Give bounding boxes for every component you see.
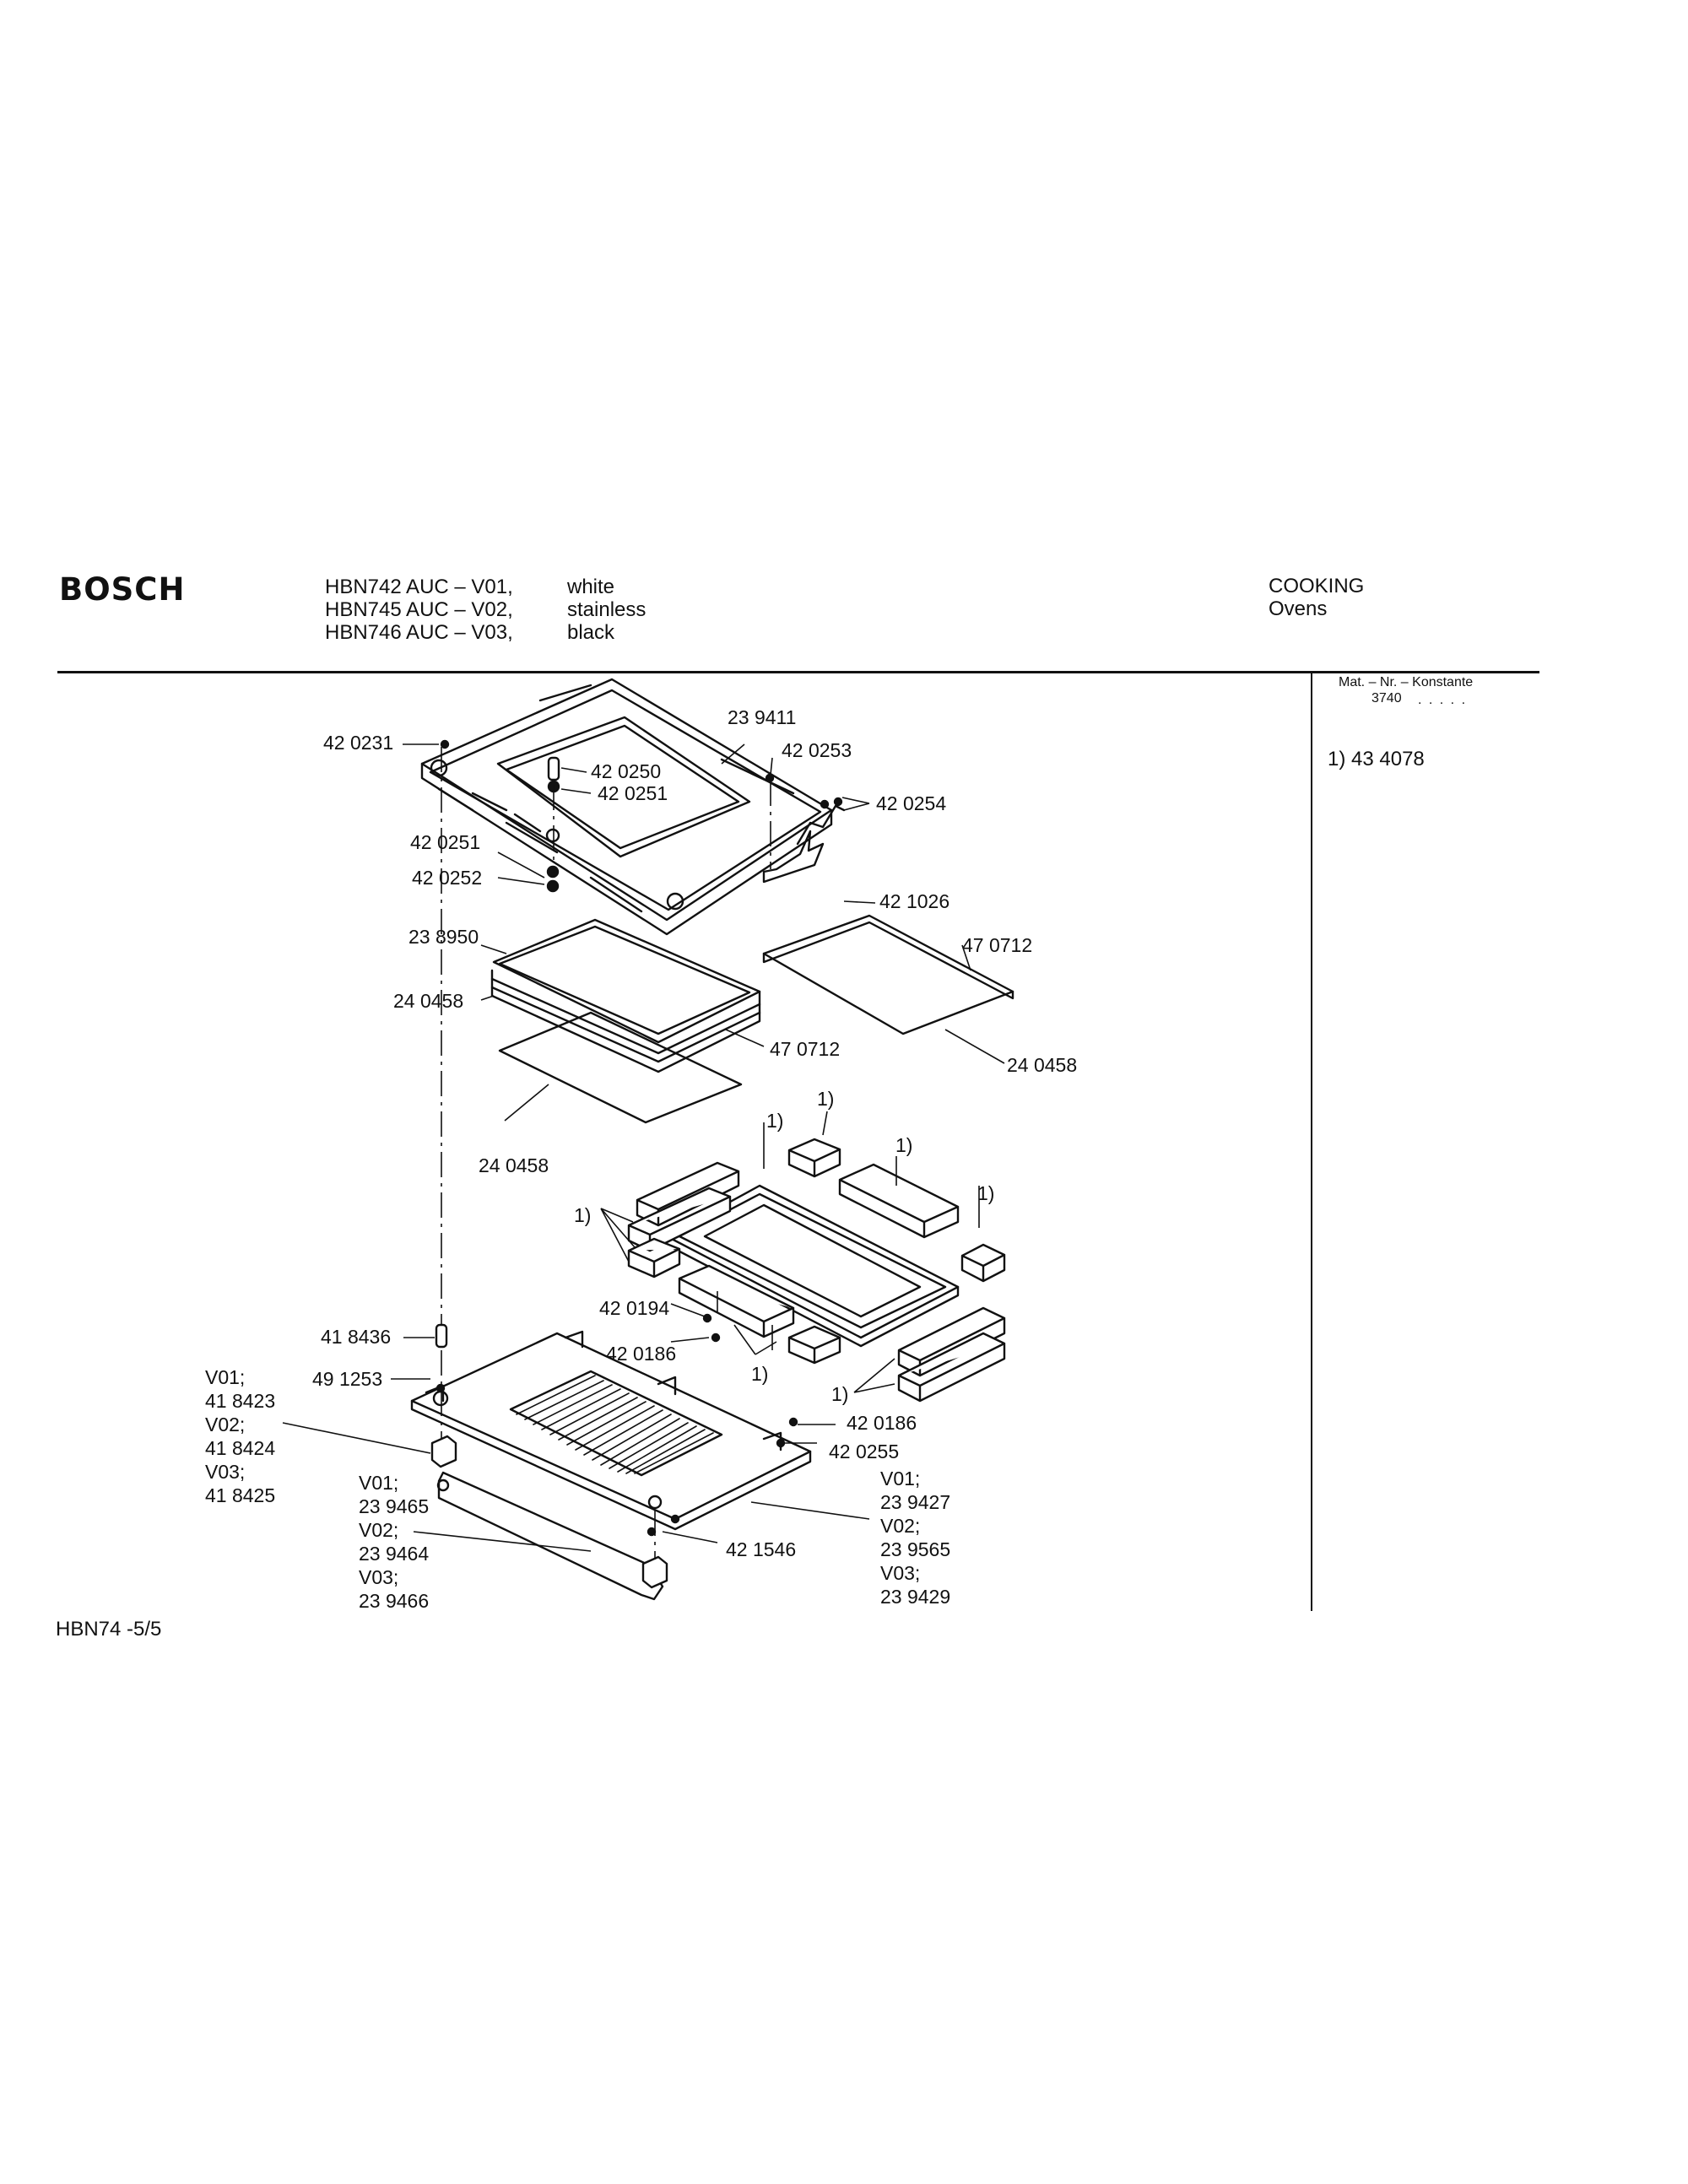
top-frame-part	[420, 678, 833, 936]
label-mid-v02: V02;	[359, 1519, 398, 1541]
mat-dots: . . . . .	[1418, 693, 1468, 707]
part-labels: 42 0231 23 9411 42 0253 42 0250 42 0251 …	[205, 706, 1077, 1612]
label-421546: 42 1546	[726, 1538, 796, 1560]
label-418425: 41 8425	[205, 1484, 275, 1506]
label-420231: 42 0231	[323, 732, 393, 754]
pin-part	[547, 756, 560, 781]
label-right-v03: V03;	[880, 1562, 920, 1584]
finish-line-3: black	[567, 621, 615, 644]
leader-lines	[282, 743, 1005, 1552]
insulation-blocks	[627, 1138, 1006, 1403]
pin-41-8436-part	[435, 1323, 448, 1349]
footnote-1: 1) 43 4078	[1328, 748, 1425, 770]
label-239464: 23 9464	[359, 1543, 429, 1565]
label-left-v01: V01;	[205, 1366, 245, 1388]
label-420254: 42 0254	[876, 792, 946, 814]
label-left-v03: V03;	[205, 1461, 245, 1483]
label-470712-right: 47 0712	[962, 934, 1032, 956]
label-418423: 41 8423	[205, 1390, 275, 1412]
model-line-3: HBN746 AUC – V03,	[325, 621, 513, 644]
bottom-screws	[436, 1313, 798, 1537]
label-421026: 42 1026	[879, 890, 950, 912]
label-239466: 23 9466	[359, 1590, 429, 1612]
label-420255: 42 0255	[829, 1441, 899, 1462]
alignment-lines	[441, 747, 771, 1560]
label-mid-v01: V01;	[359, 1472, 398, 1494]
label-418436: 41 8436	[321, 1326, 391, 1348]
page-id: HBN74 -5/5	[56, 1618, 162, 1641]
label-491253: 49 1253	[312, 1368, 382, 1390]
label-240458-lower: 24 0458	[479, 1154, 549, 1176]
label-240458-left: 24 0458	[393, 990, 463, 1012]
label-239427: 23 9427	[880, 1491, 950, 1513]
label-right-v02: V02;	[880, 1515, 920, 1537]
label-note-1b: 1)	[817, 1088, 834, 1110]
subcategory-label: Ovens	[1269, 597, 1328, 620]
mat-label: Mat. – Nr. – Konstante	[1339, 675, 1474, 689]
label-420253: 42 0253	[782, 739, 852, 761]
brand-logo: BOSCH	[59, 571, 186, 608]
insulation-sheet-left	[498, 1011, 743, 1124]
label-420251-top: 42 0251	[598, 782, 668, 804]
label-240458-right: 24 0458	[1007, 1054, 1077, 1076]
label-420186-left: 42 0186	[606, 1343, 676, 1365]
label-note-1e: 1)	[574, 1204, 591, 1226]
category-label: COOKING	[1269, 575, 1365, 597]
label-239429: 23 9429	[880, 1586, 950, 1608]
label-420194: 42 0194	[599, 1297, 669, 1319]
finish-line-1: white	[567, 576, 615, 598]
label-note-1c: 1)	[895, 1134, 912, 1156]
label-420250: 42 0250	[591, 760, 661, 782]
model-line-1: HBN742 AUC – V01,	[325, 576, 513, 598]
label-note-1f: 1)	[751, 1363, 768, 1385]
mat-value: 3740	[1372, 691, 1402, 705]
bumper-right-part	[641, 1555, 668, 1589]
label-right-v01: V01;	[880, 1468, 920, 1489]
label-note-1d: 1)	[977, 1182, 994, 1204]
label-420251-left: 42 0251	[410, 831, 480, 853]
label-470712-mid: 47 0712	[770, 1038, 840, 1060]
label-239465: 23 9465	[359, 1495, 429, 1517]
label-420186-right: 42 0186	[847, 1412, 917, 1434]
finish-line-2: stainless	[567, 598, 647, 621]
label-239565: 23 9565	[880, 1538, 950, 1560]
label-mid-v03: V03;	[359, 1566, 398, 1588]
label-418424: 41 8424	[205, 1437, 275, 1459]
bumper-left-part	[430, 1435, 457, 1468]
label-420252: 42 0252	[412, 867, 482, 889]
label-238950: 23 8950	[408, 926, 479, 948]
bottom-plate-part	[410, 1330, 812, 1531]
model-line-2: HBN745 AUC – V02,	[325, 598, 513, 621]
side-panel-divider	[1311, 673, 1312, 1611]
label-239411: 23 9411	[728, 706, 796, 728]
hinge-bracket-part	[762, 804, 846, 884]
header-rule	[57, 671, 1539, 673]
insulation-sheet-right	[762, 914, 1014, 1035]
label-note-1g: 1)	[831, 1383, 848, 1405]
gasket-frame-part	[490, 918, 761, 1073]
label-note-1a: 1)	[766, 1110, 783, 1132]
label-left-v02: V02;	[205, 1414, 245, 1435]
